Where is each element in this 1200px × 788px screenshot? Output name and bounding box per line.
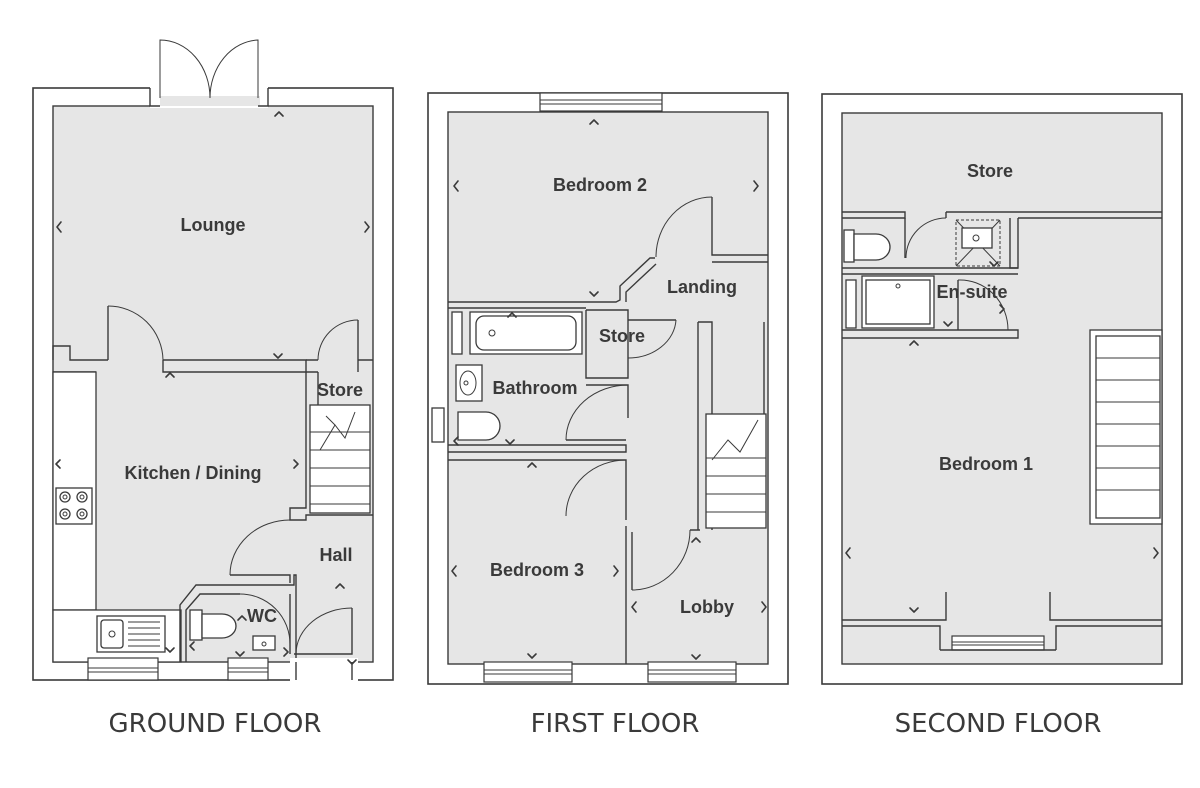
floor-label-second: SECOND FLOOR: [895, 709, 1102, 739]
room-label-bedroom-3: Bedroom 3: [490, 560, 584, 580]
ensuite-basin-icon: [955, 219, 1001, 267]
kitchen-sink-icon: [96, 615, 166, 653]
bathroom-toilet-icon: [431, 407, 501, 443]
first-stairs: [697, 321, 767, 530]
second-floor-plan: Store En-suite Bedroom 1 SECOND FLOOR: [821, 93, 1183, 739]
room-label-en-suite: En-suite: [936, 282, 1007, 302]
room-label-ground-store: Store: [317, 380, 363, 400]
wc-basin-icon: [252, 635, 276, 651]
room-label-first-store: Store: [599, 326, 645, 346]
floor-label-first: FIRST FLOOR: [531, 709, 700, 739]
wc-toilet-icon: [189, 609, 237, 641]
second-stairs: [1089, 329, 1163, 525]
ground-interior: [52, 105, 374, 663]
room-label-wc: WC: [247, 606, 277, 626]
room-label-bedroom-1: Bedroom 1: [939, 454, 1033, 474]
bath-icon: [469, 311, 583, 355]
room-label-lounge: Lounge: [181, 215, 246, 235]
room-label-lobby: Lobby: [680, 597, 734, 617]
room-label-second-store: Store: [967, 161, 1013, 181]
hob-icon: [55, 487, 93, 525]
room-label-bathroom: Bathroom: [493, 378, 578, 398]
room-label-landing: Landing: [667, 277, 737, 297]
floor-label-ground: GROUND FLOOR: [109, 709, 322, 739]
ensuite-toilet-icon: [843, 229, 891, 263]
room-label-bedroom-2: Bedroom 2: [553, 175, 647, 195]
room-label-kitchen-dining: Kitchen / Dining: [125, 463, 262, 483]
shower-tray-icon: [845, 275, 935, 329]
room-label-hall: Hall: [319, 545, 352, 565]
ground-floor-plan: Lounge Kitchen / Dining Store Hall WC GR…: [32, 39, 394, 739]
ground-stairs: [309, 404, 371, 514]
bathroom-basin-icon: [455, 364, 483, 402]
first-floor-plan: Bedroom 2 Landing Store Bathroom Bedroom…: [427, 92, 789, 739]
